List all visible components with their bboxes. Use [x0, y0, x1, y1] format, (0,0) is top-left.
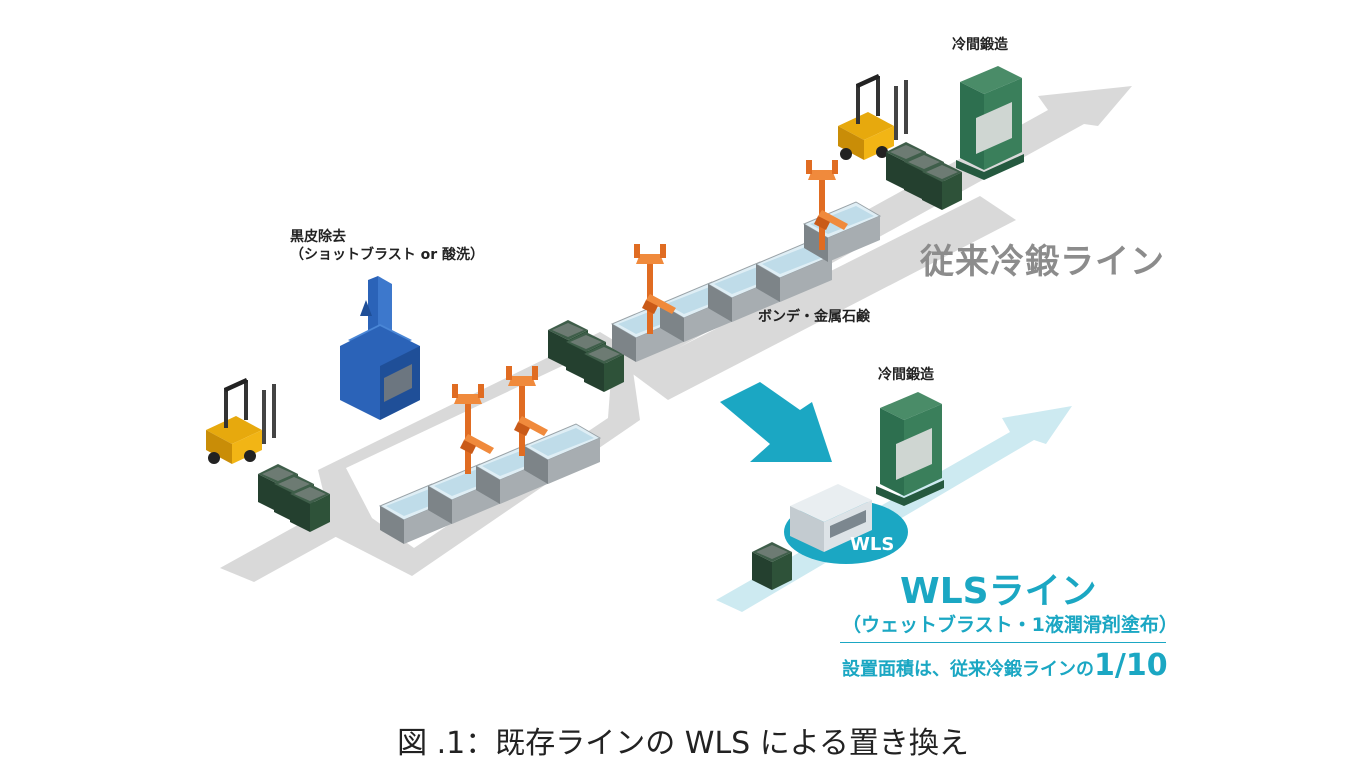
divider: [840, 642, 1166, 643]
bonderizing-label: ボンデ・金属石鹸: [758, 309, 870, 325]
shot-blast-machine-icon: [340, 276, 420, 420]
area-note-text: 設置面積は、従来冷鍛ラインの: [842, 659, 1094, 680]
area-note: 設置面積は、従来冷鍛ラインの1/10: [842, 648, 1168, 683]
cold-forging-wls-label: 冷間鍛造: [878, 367, 934, 383]
wls-unit-icon: [790, 484, 872, 552]
press-machine-icon: [876, 392, 944, 506]
wls-line-arrow: [716, 406, 1072, 612]
replace-arrow-icon: [720, 382, 832, 462]
figure-caption: 図 .1：既存ラインの WLS による置き換え: [397, 726, 969, 761]
cold-forging-top-label: 冷間鍛造: [952, 37, 1008, 53]
wls-method-label: （ウェットブラスト・1液潤滑剤塗布）: [842, 614, 1178, 636]
old-line-title: 従来冷鍛ライン: [920, 242, 1165, 282]
forklift-icon: [206, 378, 276, 464]
descaling-label: 黒皮除去 （ショットブラスト or 酸洗）: [290, 228, 484, 264]
area-note-value: 1/10: [1094, 648, 1168, 683]
descaling-title: 黒皮除去: [290, 229, 346, 245]
wls-badge: WLS: [850, 534, 895, 555]
parts-container-icon: [752, 542, 792, 590]
wls-line-title: WLSライン: [900, 571, 1097, 612]
descaling-method: （ショットブラスト or 酸洗）: [290, 247, 484, 263]
press-machine-icon: [956, 66, 1024, 180]
